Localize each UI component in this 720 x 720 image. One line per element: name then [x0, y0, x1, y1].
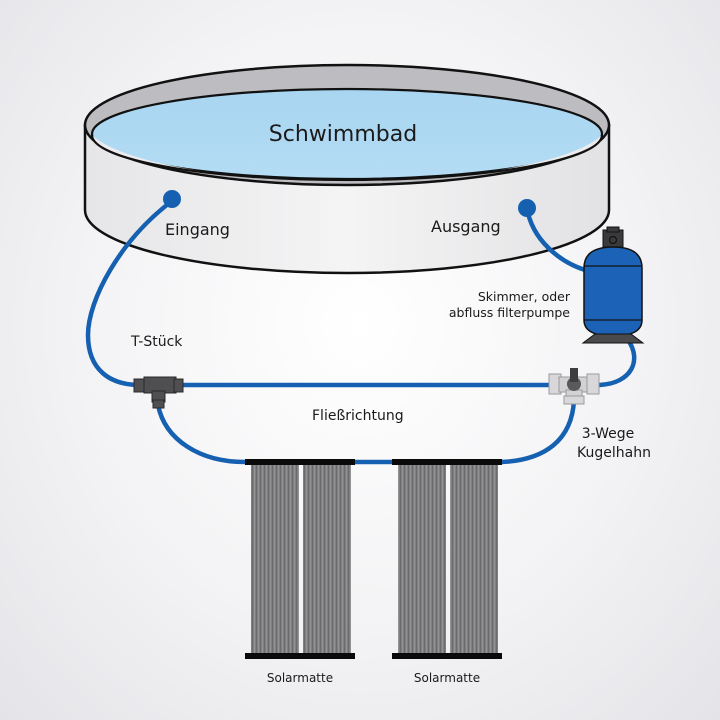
outlet-label: Ausgang [431, 217, 501, 236]
tee-label: T-Stück [130, 334, 183, 350]
solar-mat-2-label: Solarmatte [414, 671, 480, 685]
solar-mat-2-panel-b [450, 465, 498, 653]
solar-mat-1-top-bar [245, 459, 355, 465]
solar-mat-2-top-bar [392, 459, 502, 465]
solar-mat-2 [392, 459, 502, 659]
pipe-inlet-to-tee [85, 198, 175, 388]
solar-mat-1-bottom-bar [245, 653, 355, 659]
pipe-pump-to-valve [597, 337, 637, 388]
three-way-valve [548, 368, 600, 405]
solar-mat-1 [245, 459, 355, 659]
pipe-panel-to-valve [499, 397, 577, 465]
solar-mat-1-panel-b [303, 465, 351, 653]
pipes [85, 198, 637, 465]
pump-label-line1: Skimmer, oder [478, 289, 571, 304]
valve-label-line1: 3-Wege [582, 426, 635, 442]
valve-handle [570, 368, 578, 382]
flow-direction-label: Fließrichtung [312, 408, 404, 424]
pipe-outlet-to-pump [524, 205, 588, 273]
valve-label-line2: Kugelhahn [577, 445, 651, 461]
solar-mat-1-panel-a [251, 465, 299, 653]
pump-tank [583, 246, 643, 337]
pipe-tee-to-panel [155, 402, 248, 465]
inlet-label: Eingang [165, 220, 230, 239]
tee-fitting [133, 376, 184, 409]
pool-label: Schwimmbad [269, 122, 417, 147]
inlet-port [163, 190, 181, 208]
solar-mat-2-bottom-bar [392, 653, 502, 659]
pump-label-line2: abfluss filterpumpe [449, 305, 570, 320]
pump-gauge-icon [608, 235, 618, 245]
outlet-port [518, 199, 536, 217]
filter-pump [581, 226, 645, 344]
pool: Schwimmbad [83, 63, 611, 275]
pump-base [581, 333, 645, 344]
solar-mat-2-panel-a [398, 465, 446, 653]
pump-head [602, 229, 624, 248]
solar-mat-1-label: Solarmatte [267, 671, 333, 685]
